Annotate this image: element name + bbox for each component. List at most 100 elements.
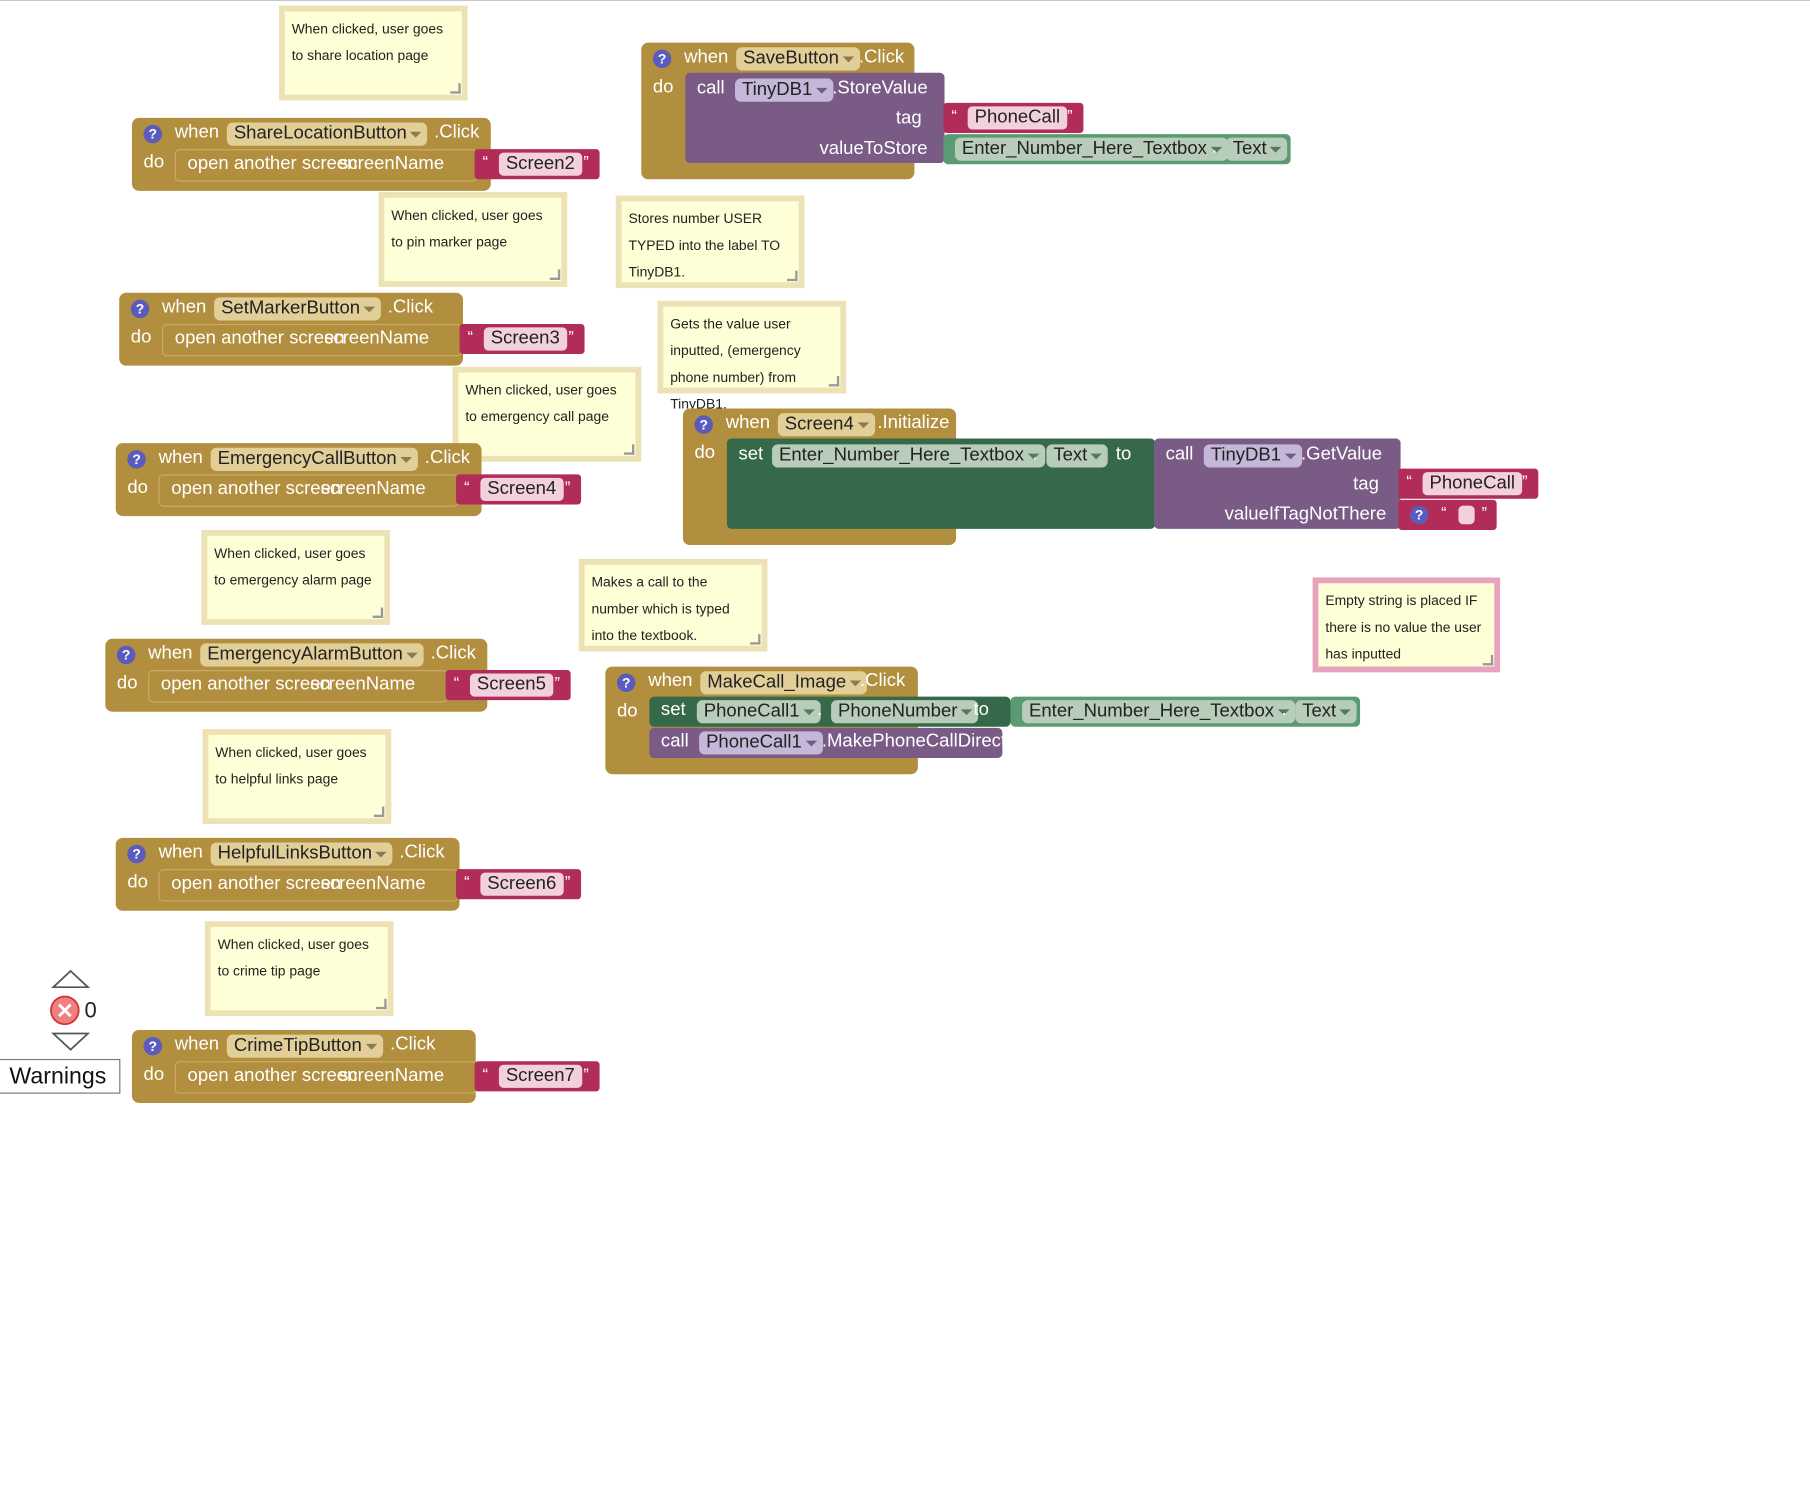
when-label: when (684, 47, 729, 67)
component-dropdown[interactable]: HelpfulLinksButton (210, 842, 393, 866)
db-dropdown[interactable]: TinyDB1 (1203, 444, 1302, 468)
comment-screen-nav[interactable]: When clicked, user goes to emergency cal… (452, 366, 642, 462)
do-label: do (143, 1064, 165, 1085)
help-icon[interactable]: ? (1409, 505, 1429, 525)
phone-dropdown[interactable]: PhoneCall1 (696, 700, 821, 724)
help-icon[interactable]: ? (616, 673, 636, 693)
component-dropdown[interactable]: Screen4 (777, 413, 875, 437)
screen-string-block[interactable]: “ Screen5 ” (445, 670, 571, 701)
screen-string-block[interactable]: “ Screen3 ” (459, 323, 585, 355)
set-phone-block[interactable]: set PhoneCall1 . PhoneNumber to (649, 696, 1011, 727)
help-icon[interactable]: ? (127, 450, 146, 469)
tag-string-block[interactable]: “ PhoneCall ” (1398, 468, 1539, 499)
warning-down-arrow-icon[interactable] (51, 1031, 91, 1052)
screen-name-text[interactable]: Screen2 (498, 152, 582, 176)
component-dropdown[interactable]: EmergencyAlarmButton (200, 643, 424, 667)
tag-text[interactable]: PhoneCall (967, 106, 1068, 130)
screen-string-block[interactable]: “ Screen4 ” (456, 474, 582, 505)
warnings-panel: 0 Warnings (0, 969, 127, 1096)
component-dropdown[interactable]: ShareLocationButton (226, 122, 428, 146)
open-screen-block[interactable]: open another screen screenName (174, 1061, 477, 1094)
phone-dropdown[interactable]: PhoneCall1 (699, 731, 823, 755)
comment-init[interactable]: Gets the value user inputted, (emergency… (657, 300, 847, 412)
empty-string-block[interactable]: ? “ ” (1398, 499, 1497, 530)
help-icon[interactable]: ? (127, 844, 146, 864)
help-icon[interactable]: ? (694, 415, 714, 434)
textbox-dropdown[interactable]: Enter_Number_Here_Textbox (954, 137, 1228, 161)
set-textbox-block[interactable]: set Enter_Number_Here_Textbox . Text to (726, 438, 1156, 529)
db-dropdown[interactable]: TinyDB1 (735, 78, 834, 102)
comment-empty-string[interactable]: Empty string is placed IF there is no va… (1312, 577, 1501, 673)
help-icon[interactable]: ? (116, 645, 136, 665)
warnings-toggle-button[interactable]: Warnings (0, 1058, 121, 1094)
when-label: when (158, 447, 203, 468)
open-screen-block[interactable]: open another screen screenName (162, 323, 462, 357)
help-icon[interactable]: ? (652, 49, 672, 69)
comment-text: When clicked, user goes to emergency cal… (465, 381, 617, 425)
getvalue-block[interactable]: call TinyDB1 .GetValue tag valueIfTagNot… (1154, 438, 1401, 529)
help-icon[interactable]: ? (143, 124, 163, 144)
prop-dropdown[interactable]: Text (1046, 444, 1109, 468)
comment-text: When clicked, user goes to pin marker pa… (391, 207, 543, 250)
error-icon (50, 995, 80, 1026)
component-dropdown[interactable]: MakeCall_Image (700, 671, 868, 695)
event-label: .Click (399, 842, 445, 863)
screen-name-label: screenName (320, 479, 426, 499)
tag-string-block[interactable]: “ PhoneCall ” (943, 102, 1084, 133)
method-label: .MakePhoneCallDirect (821, 731, 1007, 752)
method-label: .GetValue (1301, 444, 1383, 464)
phone-prop-dropdown[interactable]: PhoneNumber (831, 700, 979, 724)
prop-dropdown[interactable]: Text (1225, 137, 1288, 161)
textbox-getter[interactable]: Enter_Number_Here_Textbox . Text (1010, 696, 1361, 727)
textbox-dropdown[interactable]: Enter_Number_Here_Textbox (1022, 700, 1295, 724)
textbox-getter[interactable]: Enter_Number_Here_Textbox . Text (943, 134, 1291, 165)
screen-name-text[interactable]: Screen7 (498, 1064, 582, 1088)
open-screen-block[interactable]: open another screen screenName (158, 869, 459, 902)
component-dropdown[interactable]: CrimeTipButton (226, 1034, 383, 1058)
component-dropdown[interactable]: SetMarkerButton (214, 297, 381, 321)
warning-up-arrow-icon[interactable] (51, 969, 91, 990)
screen-name-text[interactable]: Screen5 (469, 673, 553, 697)
tag-label: tag (895, 108, 922, 129)
open-screen-label: open another screen (171, 873, 342, 894)
comment-screen-nav[interactable]: When clicked, user goes to helpful links… (202, 729, 392, 824)
screen-name-text[interactable]: Screen3 (483, 327, 567, 351)
comment-screen-nav[interactable]: When clicked, user goes to crime tip pag… (204, 921, 394, 1017)
open-screen-label: open another screen (160, 674, 331, 695)
storevalue-block[interactable]: call TinyDB1 .StoreValue tag valueToStor… (685, 72, 945, 164)
screen-string-block[interactable]: “ Screen6 ” (456, 869, 582, 900)
comment-text: When clicked, user goes to crime tip pag… (217, 936, 369, 980)
screen-name-text[interactable]: Screen6 (480, 872, 564, 896)
open-screen-block[interactable]: open another screen screenName (158, 474, 459, 507)
value-if-not-there-label: valueIfTagNotThere (1224, 504, 1387, 525)
open-screen-label: open another screen (171, 479, 342, 499)
textbox-dropdown[interactable]: Enter_Number_Here_Textbox (772, 444, 1045, 468)
open-screen-block[interactable]: open another screen screenName (174, 149, 477, 182)
makecall-block[interactable]: call PhoneCall1 .MakePhoneCallDirect (649, 727, 1006, 759)
do-label: do (652, 77, 674, 98)
event-label: .Click (434, 122, 480, 143)
component-dropdown[interactable]: EmergencyCallButton (210, 447, 418, 471)
comment-text: Stores number USER TYPED into the label … (628, 210, 781, 280)
open-screen-label: open another screen (187, 1065, 358, 1086)
screen-string-block[interactable]: “ Screen2 ” (474, 149, 600, 180)
help-icon[interactable]: ? (130, 299, 150, 319)
event-label: .Click (858, 47, 905, 67)
component-dropdown[interactable]: SaveButton (736, 47, 860, 71)
empty-text[interactable] (1458, 505, 1475, 525)
comment-save[interactable]: Stores number USER TYPED into the label … (615, 195, 805, 289)
comment-screen-nav[interactable]: When clicked, user goes to pin marker pa… (378, 191, 568, 287)
screen-string-block[interactable]: “ Screen7 ” (474, 1061, 600, 1092)
comment-screen-nav[interactable]: When clicked, user goes to share locatio… (278, 5, 468, 101)
do-label: do (143, 152, 165, 173)
comment-screen-nav[interactable]: When clicked, user goes to emergency ala… (201, 529, 391, 625)
screen-name-text[interactable]: Screen4 (480, 477, 564, 502)
help-icon[interactable]: ? (143, 1036, 163, 1056)
comment-call[interactable]: Makes a call to the number which is type… (578, 558, 768, 652)
prop-dropdown[interactable]: Text (1295, 700, 1357, 724)
tag-text[interactable]: PhoneCall (1422, 472, 1522, 496)
comment-text: Empty string is placed IF there is no va… (1325, 592, 1482, 662)
when-label: when (148, 643, 193, 664)
open-screen-block[interactable]: open another screen screenName (148, 670, 448, 703)
